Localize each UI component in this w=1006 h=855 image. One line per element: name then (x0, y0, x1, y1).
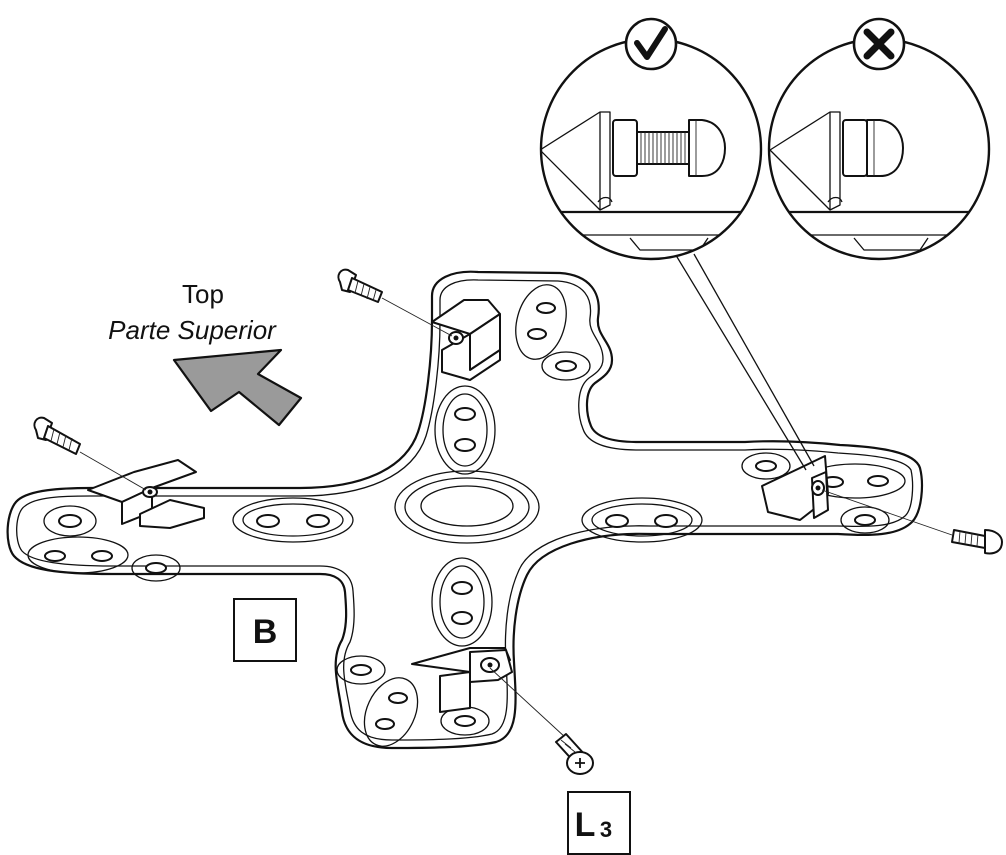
callout-leader (673, 251, 815, 471)
bracket-bottom (411, 647, 513, 713)
center-opening (394, 470, 540, 544)
mount-slot (515, 284, 567, 360)
mount-hole (131, 554, 181, 582)
screw-left (33, 416, 147, 491)
part-label-l3: L 3 (567, 791, 631, 855)
mount-slot (434, 385, 496, 475)
mount-hole (741, 452, 791, 480)
direction-label-sub: Parte Superior (108, 315, 277, 345)
mount-hole (336, 655, 386, 685)
detail-view-correct (539, 17, 763, 261)
direction-label-top: Top (182, 279, 224, 309)
mount-slot (804, 463, 906, 499)
mount-hole (43, 505, 97, 537)
part-label-b-letter: B (253, 613, 278, 651)
mount-slot (27, 536, 129, 574)
screw-right (821, 489, 1003, 555)
direction-arrow-icon (172, 348, 303, 427)
screw-bottom (489, 667, 594, 775)
bracket-top (431, 299, 501, 381)
direction-label: Top Parte Superior (108, 279, 277, 345)
screw-top (337, 268, 453, 337)
mounting-plate (6, 270, 923, 750)
part-label-b: B (233, 598, 297, 662)
bracket-left (87, 459, 205, 529)
part-label-l3-letter: L (575, 806, 596, 844)
detail-view-incorrect (767, 17, 991, 261)
mount-hole (541, 351, 591, 381)
bracket-right (761, 455, 829, 521)
part-label-l3-subscript: 3 (600, 817, 612, 842)
mount-slot (363, 677, 419, 747)
mount-slot (581, 497, 703, 543)
cross-icon (852, 17, 906, 71)
mount-slot (431, 557, 493, 647)
mount-hole (840, 506, 890, 534)
mount-slot (232, 497, 354, 543)
check-icon (624, 17, 678, 71)
